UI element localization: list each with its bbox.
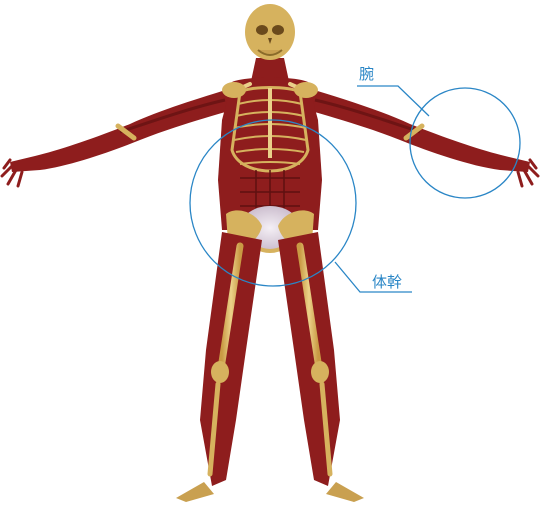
left-shoulder: [222, 82, 246, 98]
right-arm: [308, 88, 538, 186]
skull: [245, 4, 295, 60]
right-shoulder: [294, 82, 318, 98]
trunk-callout-label: 体幹: [372, 273, 402, 291]
left-leg: [176, 232, 262, 502]
arm-callout-label: 腕: [359, 65, 374, 83]
left-arm: [2, 88, 232, 186]
right-leg: [278, 232, 364, 502]
human-figure: [2, 4, 538, 502]
